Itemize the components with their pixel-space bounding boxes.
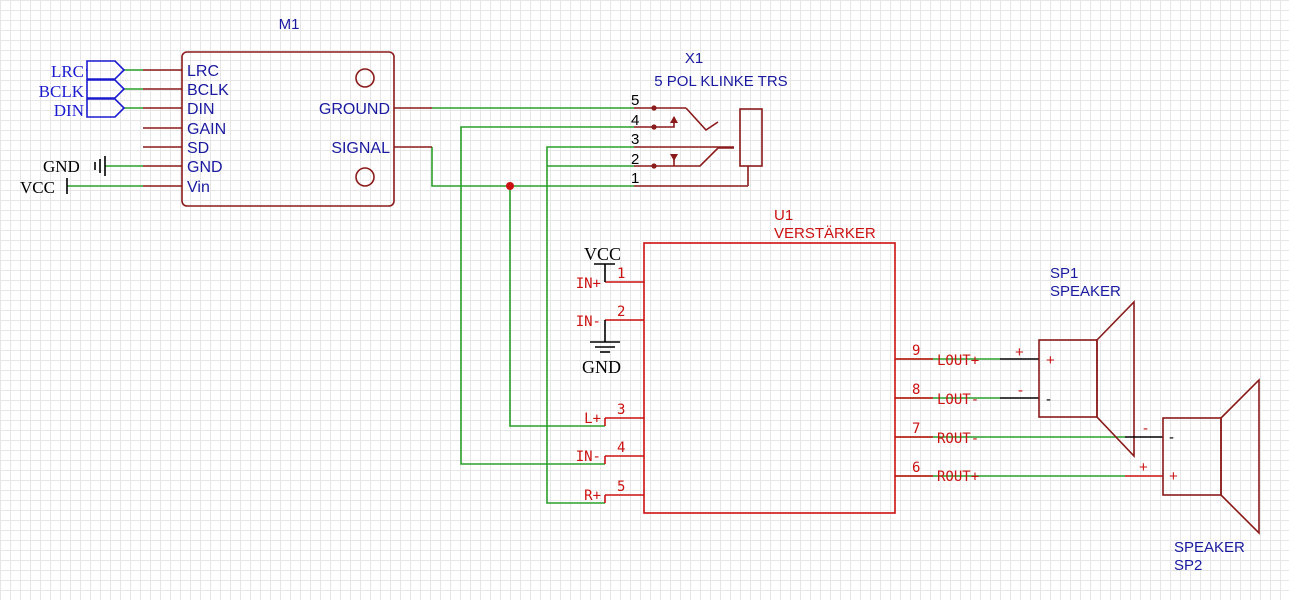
u1-pin-num-4: 4	[617, 440, 625, 456]
m1-pin-ground: GROUND	[319, 101, 390, 118]
u1-pin-name-8: LOUT-	[937, 392, 979, 408]
u1-value: VERSTÄRKER	[774, 225, 876, 242]
wire-marks: + - - +	[1015, 344, 1148, 476]
vcc-symbol-left: VCC	[20, 178, 68, 197]
m1-pin-sd: SD	[187, 140, 209, 157]
junction-dot	[506, 182, 514, 190]
x1-pin-2: 2	[631, 151, 639, 168]
u1-ref: U1	[774, 207, 793, 224]
sp2-plus: +	[1169, 468, 1178, 485]
net-label-lrc-text: LRC	[51, 62, 84, 81]
u1-pin-num-6: 6	[912, 460, 920, 476]
m1-pin-din: DIN	[187, 101, 215, 118]
u1-right-leads	[895, 358, 933, 477]
m1-pin-signal: SIGNAL	[331, 140, 390, 157]
speaker-sp1: SP1 SPEAKER + -	[1000, 265, 1135, 459]
u1-pin-name-2: IN-	[576, 314, 601, 330]
vcc-left-label: VCC	[20, 178, 55, 197]
sp2-ref: SP2	[1174, 557, 1202, 574]
net-label-din-text: DIN	[54, 101, 84, 120]
u1-pin-num-2: 2	[617, 304, 625, 320]
u1-pin-num-5: 5	[617, 479, 625, 495]
vcc-amp-label: VCC	[584, 244, 621, 264]
u1-pin-num-1: 1	[617, 266, 625, 282]
x1-ref: X1	[685, 50, 703, 67]
u1-pin-name-6: ROUT+	[937, 469, 979, 485]
net-label-din: DIN	[54, 98, 126, 120]
m1-pin-gain: GAIN	[187, 121, 226, 138]
m1-ref: M1	[279, 16, 300, 33]
m1-pin-leads	[143, 69, 432, 187]
x1-pin-3: 3	[631, 131, 639, 148]
x1-pin-1: 1	[631, 170, 639, 187]
m1-pin-vin: Vin	[187, 179, 210, 196]
gnd-amp-label: GND	[582, 357, 621, 377]
wire-mark-minus-2: -	[1143, 420, 1148, 437]
amplifier-u1: U1 VERSTÄRKER 1 IN+ 2 IN- 3 L+ 4 I	[576, 207, 979, 514]
x1-value: 5 POL KLINKE TRS	[654, 73, 787, 90]
sp2-minus: -	[1169, 429, 1174, 446]
vcc-symbol-amp: VCC	[584, 244, 621, 282]
u1-pin-num-3: 3	[617, 402, 625, 418]
u1-pin-num-8: 8	[912, 382, 920, 398]
wire-mark-minus-1: -	[1018, 382, 1023, 399]
gnd-left-label: GND	[43, 157, 80, 176]
u1-left-leads	[604, 281, 644, 503]
wire-mark-plus-1: +	[1015, 344, 1024, 361]
m1-pin-lrc: LRC	[187, 63, 219, 80]
sp2-value: SPEAKER	[1174, 539, 1245, 556]
net-label-bclk-text: BCLK	[39, 82, 85, 101]
x1-pin-4: 4	[631, 112, 639, 129]
jack-x1: X1 5 POL KLINKE TRS 5 4 3 2 1	[631, 50, 788, 187]
u1-pin-name-1: IN+	[576, 276, 601, 292]
speaker-sp2: - + SPEAKER SP2	[1125, 378, 1260, 574]
u1-pin-name-5: R+	[584, 488, 601, 504]
u1-pin-name-3: L+	[584, 411, 601, 427]
net-label-bclk: BCLK	[39, 79, 126, 101]
x1-pin-5: 5	[631, 92, 639, 109]
sp1-ref: SP1	[1050, 265, 1078, 282]
u1-pin-name-9: LOUT+	[937, 353, 979, 369]
net-label-lrc: LRC	[51, 60, 126, 81]
gnd-symbol-left: GND	[43, 156, 106, 176]
sp1-plus: +	[1046, 352, 1055, 369]
m1-pin-gnd: GND	[187, 159, 223, 176]
u1-pin-name-7: ROUT-	[937, 431, 979, 447]
m1-pin-bclk: BCLK	[187, 82, 229, 99]
gnd-symbol-amp: GND	[582, 320, 621, 377]
sp1-value: SPEAKER	[1050, 283, 1121, 300]
module-m1: M1 LRC BCLK DIN GAIN SD GND Vin GROUND S…	[143, 16, 432, 207]
wire-mark-plus-2: +	[1139, 459, 1148, 476]
sp1-minus: -	[1046, 391, 1051, 408]
u1-pin-name-4: IN-	[576, 449, 601, 465]
u1-pin-num-7: 7	[912, 421, 920, 437]
u1-pin-num-9: 9	[912, 343, 920, 359]
